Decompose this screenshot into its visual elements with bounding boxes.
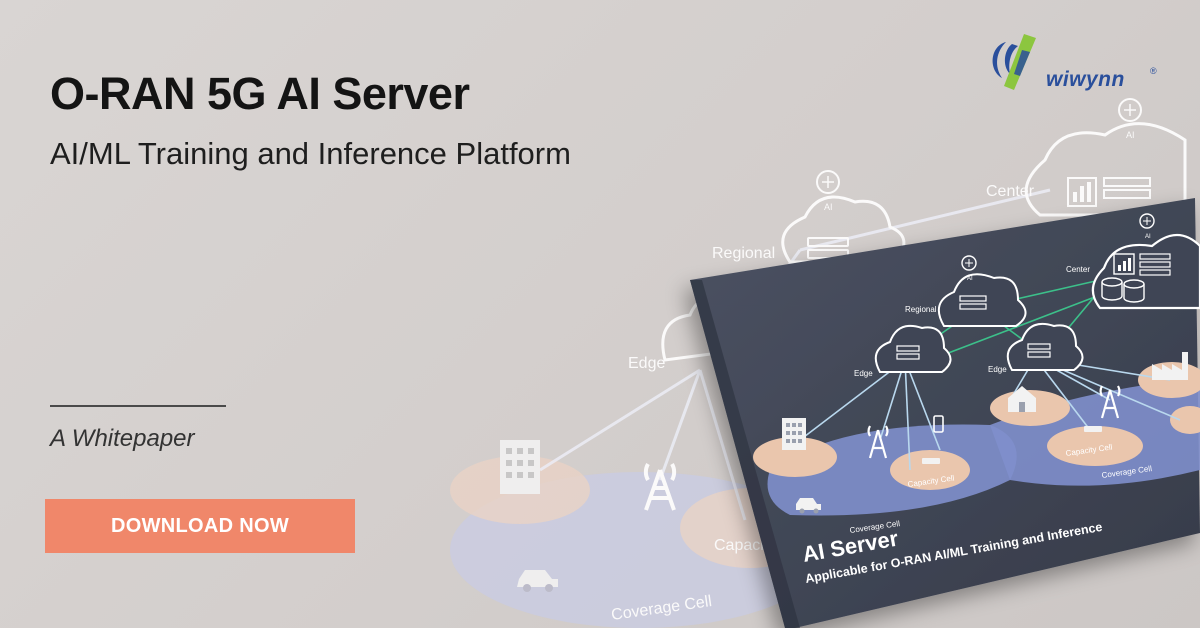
capacity-label: Capacity (714, 537, 776, 554)
center-label: Center (986, 183, 1035, 200)
capacity-cell-right-area (1047, 426, 1143, 466)
brain-ai-icon (816, 170, 840, 194)
whitepaper-tag: A Whitepaper (50, 425, 195, 452)
car-icon (796, 498, 821, 514)
regional-cloud: Regional AI (712, 170, 906, 264)
cell-tower-icon (867, 425, 889, 459)
car-icon (517, 570, 558, 592)
divider (50, 405, 226, 407)
booklet-edge-right-label: Edge (988, 365, 1007, 374)
center-ai-label: AI (1126, 130, 1135, 140)
brain-ai-icon (961, 255, 977, 271)
building-icon (782, 418, 806, 450)
background-network-diagram: Edge Regional AI (450, 98, 1187, 628)
bar-chart-icon (1113, 253, 1135, 275)
page-subtitle: AI/ML Training and Inference Platform (50, 136, 571, 171)
download-now-button[interactable]: DOWNLOAD NOW (45, 499, 355, 553)
booklet-center-label: Center (1066, 265, 1090, 274)
wiwynn-wordmark: wiwynn (1046, 68, 1125, 91)
database-icon (1101, 277, 1145, 303)
center-cloud: Center AI (986, 98, 1187, 217)
booklet-regional-label: Regional (905, 305, 937, 314)
regional-label: Regional (712, 245, 775, 262)
wiwynn-logo-mark-icon (992, 34, 1036, 90)
booklet-regional-cloud: Regional AI (905, 255, 1027, 327)
bar-chart-icon (1067, 177, 1097, 207)
wiwynn-logo: wiwynn ® (984, 30, 1164, 104)
house-icon (1008, 386, 1036, 412)
registered-mark: ® (1150, 66, 1157, 76)
server-rack-icon (1139, 253, 1171, 276)
brain-ai-icon (1118, 98, 1142, 122)
smartphone-icon (933, 415, 944, 433)
booklet-center-ai-label: AI (1145, 234, 1151, 240)
regional-ai-label: AI (824, 202, 833, 212)
cell-tower-icon (1099, 385, 1121, 419)
factory-icon (1152, 352, 1188, 380)
booklet-edge-cloud-right: Edge (988, 322, 1084, 374)
cell-tower-icon (643, 463, 677, 511)
building-icon (500, 440, 540, 494)
booklet-regional-ai-label: AI (967, 276, 973, 282)
booklet-edge-cloud-left: Edge (854, 324, 952, 378)
booklet-edge-left-label: Edge (854, 369, 873, 378)
page-title: O-RAN 5G AI Server (50, 68, 470, 119)
server-rack-icon (1103, 177, 1151, 199)
booklet-center-cloud: Center AI (1066, 213, 1200, 310)
router-icon (922, 426, 1102, 464)
brain-ai-icon (1139, 213, 1155, 229)
edge-label: Edge (628, 355, 665, 372)
